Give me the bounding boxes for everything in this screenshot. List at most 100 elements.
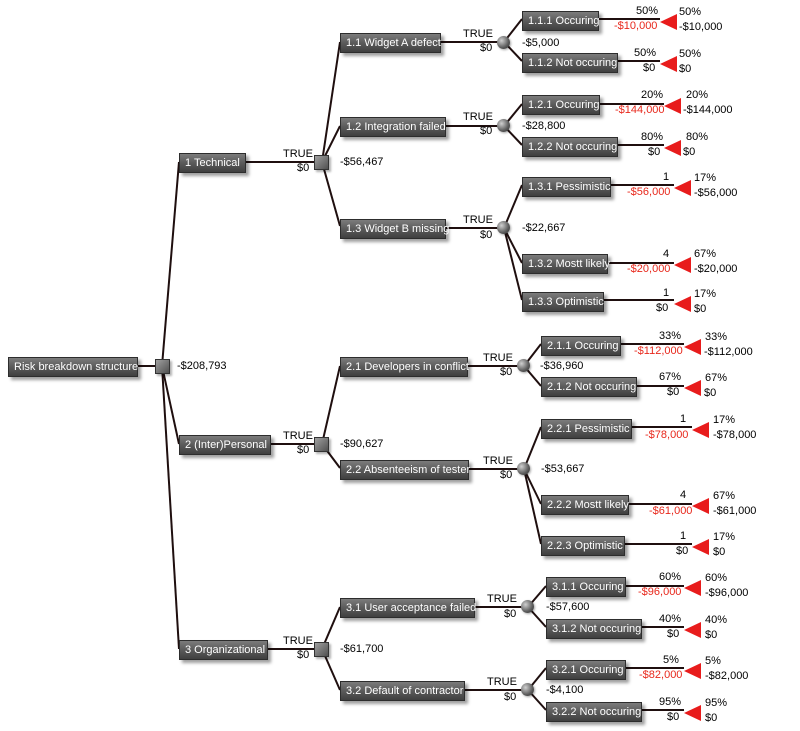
root-decision-node[interactable] bbox=[155, 359, 170, 374]
leaf-3-2-1[interactable]: 3.2.1 Occuring bbox=[546, 660, 626, 680]
node-1-2[interactable]: 1.2 Integration failed bbox=[340, 117, 446, 137]
leaf-1-3-3-cost: $0 bbox=[656, 302, 669, 314]
leaf-2-1-2[interactable]: 2.1.2 Not occuring bbox=[541, 377, 637, 397]
branch-1-1-true: TRUE bbox=[463, 28, 493, 40]
leaf-1-2-1[interactable]: 1.2.1 Occuring bbox=[522, 95, 600, 115]
node-2-2[interactable]: 2.2 Absenteeism of tester bbox=[340, 460, 470, 480]
leaf-1-2-2[interactable]: 1.2.2 Not occuring bbox=[522, 137, 618, 157]
branch-2-true: TRUE bbox=[283, 430, 313, 442]
leaf-1-3-1-cost: -$56,000 bbox=[627, 186, 671, 198]
leaf-1-1-1[interactable]: 1.1.1 Occuring bbox=[522, 11, 600, 31]
terminal-node-icon[interactable] bbox=[664, 140, 681, 156]
tree-edge bbox=[161, 365, 180, 650]
terminal-node-icon[interactable] bbox=[674, 296, 691, 312]
terminal-node-icon[interactable] bbox=[684, 705, 701, 721]
leaf-3-1-1-cost: -$96,000 bbox=[638, 586, 682, 598]
branch-3-zero: $0 bbox=[297, 649, 310, 661]
leaf-2-2-2[interactable]: 2.2.2 Mostt likely bbox=[541, 495, 629, 515]
tree-edge bbox=[503, 184, 523, 229]
root-node[interactable]: Risk breakdown structure bbox=[8, 357, 138, 377]
leaf-1-1-1-prob: 50% bbox=[679, 6, 702, 18]
leaf-1-2-1-prob: 20% bbox=[686, 89, 709, 101]
terminal-node-icon[interactable] bbox=[684, 622, 701, 638]
leaf-1-1-2[interactable]: 1.1.2 Not occuring bbox=[522, 53, 618, 73]
terminal-node-icon[interactable] bbox=[692, 539, 709, 555]
branch-1-1-zero: $0 bbox=[480, 42, 493, 54]
chance-node-1-3[interactable] bbox=[497, 221, 510, 234]
node-2-interpersonal[interactable]: 2 (Inter)Personal bbox=[179, 435, 271, 455]
terminal-node-icon[interactable] bbox=[684, 339, 701, 355]
leaf-2-2-2-weight: 4 bbox=[680, 489, 687, 501]
leaf-2-2-3-payoff: $0 bbox=[713, 546, 726, 558]
terminal-node-icon[interactable] bbox=[674, 180, 691, 196]
branch-3-true: TRUE bbox=[283, 635, 313, 647]
tree-edge bbox=[503, 227, 523, 264]
branch-1-true: TRUE bbox=[283, 148, 313, 160]
leaf-3-1-2[interactable]: 3.1.2 Not occuring bbox=[546, 619, 642, 639]
leaf-1-3-3[interactable]: 1.3.3 Optimistic bbox=[522, 292, 604, 312]
chance-node-2-1[interactable] bbox=[517, 359, 530, 372]
value-3: -$61,700 bbox=[340, 643, 384, 655]
node-3-1[interactable]: 3.1 User acceptance failed bbox=[340, 598, 476, 618]
node-1-1[interactable]: 1.1 Widget A defect bbox=[340, 33, 441, 53]
node-2-1[interactable]: 2.1 Developers in conflict bbox=[340, 357, 469, 377]
chance-node-2-2[interactable] bbox=[517, 462, 530, 475]
terminal-node-icon[interactable] bbox=[664, 98, 681, 114]
node-3-organizational[interactable]: 3 Organizational bbox=[179, 640, 268, 660]
leaf-2-2-1[interactable]: 2.2.1 Pessimistic bbox=[541, 419, 632, 439]
leaf-2-1-1-payoff: -$112,000 bbox=[704, 346, 753, 358]
leaf-2-2-3-weight: 1 bbox=[680, 530, 687, 542]
chance-node-1-1[interactable] bbox=[497, 36, 510, 49]
decision-node-2[interactable] bbox=[314, 437, 329, 452]
leaf-1-3-2-cost: -$20,000 bbox=[627, 263, 671, 275]
tree-edge bbox=[321, 365, 341, 445]
leaf-2-1-1[interactable]: 2.1.1 Occuring bbox=[541, 336, 621, 356]
node-1-3[interactable]: 1.3 Widget B missing bbox=[340, 219, 449, 239]
terminal-node-icon[interactable] bbox=[684, 663, 701, 679]
terminal-node-icon[interactable] bbox=[674, 257, 691, 273]
leaf-1-3-1[interactable]: 1.3.1 Pessimistic bbox=[522, 177, 611, 197]
leaf-3-2-2-payoff: $0 bbox=[705, 712, 718, 724]
terminal-node-icon[interactable] bbox=[684, 380, 701, 396]
terminal-node-icon[interactable] bbox=[692, 422, 709, 438]
leaf-3-2-1-weight: 5% bbox=[663, 654, 679, 666]
node-1-technical[interactable]: 1 Technical bbox=[179, 153, 246, 173]
leaf-1-3-1-payoff: -$56,000 bbox=[694, 187, 738, 199]
terminal-node-icon[interactable] bbox=[660, 14, 677, 30]
leaf-3-1-2-weight: 40% bbox=[659, 613, 682, 625]
terminal-node-icon[interactable] bbox=[684, 580, 701, 596]
leaf-1-1-2-prob: 50% bbox=[679, 48, 702, 60]
leaf-2-1-2-payoff: $0 bbox=[704, 387, 717, 399]
leaf-2-2-3-prob: 17% bbox=[713, 531, 736, 543]
chance-node-1-2[interactable] bbox=[497, 119, 510, 132]
terminal-node-icon[interactable] bbox=[660, 56, 677, 72]
terminal-node-icon[interactable] bbox=[692, 498, 709, 514]
leaf-1-2-1-weight: 20% bbox=[641, 89, 664, 101]
leaf-2-2-3[interactable]: 2.2.3 Optimistic bbox=[541, 536, 625, 556]
leaf-3-1-1-weight: 60% bbox=[659, 571, 682, 583]
leaf-1-3-2[interactable]: 1.3.2 Mostt likely bbox=[522, 254, 610, 274]
branch-2-zero: $0 bbox=[297, 444, 310, 456]
leaf-3-2-2[interactable]: 3.2.2 Not occuring bbox=[546, 702, 642, 722]
value-1-3: -$22,667 bbox=[522, 222, 566, 234]
leaf-1-2-1-cost: -$144,000 bbox=[615, 104, 665, 116]
leaf-3-2-2-weight: 95% bbox=[659, 696, 682, 708]
value-3-1: -$57,600 bbox=[546, 601, 590, 613]
decision-node-3[interactable] bbox=[314, 642, 329, 657]
branch-3-2-zero: $0 bbox=[504, 691, 517, 703]
value-3-2: -$4,100 bbox=[546, 684, 584, 696]
leaf-3-2-1-cost: -$82,000 bbox=[639, 669, 683, 681]
chance-node-3-2[interactable] bbox=[521, 683, 534, 696]
leaf-3-1-1[interactable]: 3.1.1 Occuring bbox=[546, 577, 626, 597]
node-3-2[interactable]: 3.2 Default of contractor bbox=[340, 681, 465, 701]
value-1-2: -$28,800 bbox=[522, 120, 566, 132]
tree-edge bbox=[321, 161, 341, 227]
leaf-3-1-2-payoff: $0 bbox=[705, 629, 718, 641]
leaf-1-3-2-prob: 67% bbox=[694, 248, 717, 260]
chance-node-3-1[interactable] bbox=[521, 600, 534, 613]
leaf-1-3-3-weight: 1 bbox=[663, 287, 670, 299]
leaf-3-1-1-payoff: -$96,000 bbox=[705, 587, 749, 599]
value-2-1: -$36,960 bbox=[540, 360, 584, 372]
decision-node-1[interactable] bbox=[314, 155, 329, 170]
value-2-2: -$53,667 bbox=[541, 463, 585, 475]
